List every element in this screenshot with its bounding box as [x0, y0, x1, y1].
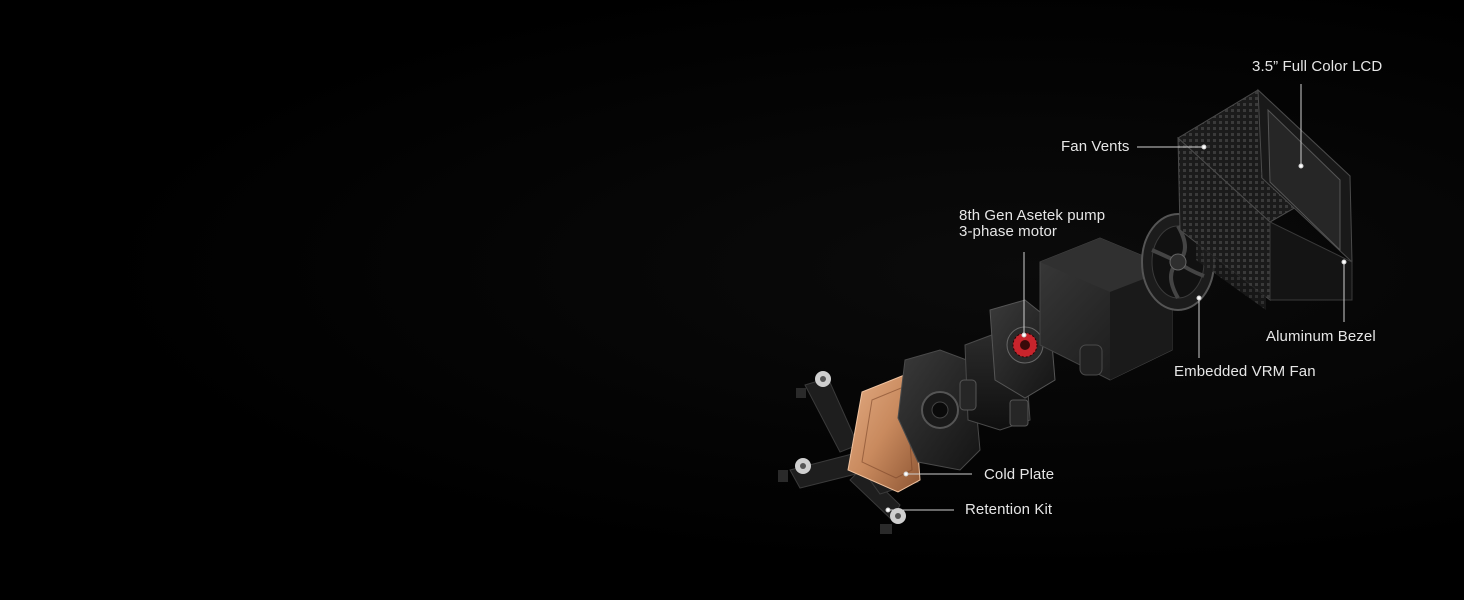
lcd-cube-part [1177, 88, 1353, 310]
leader-lines [885, 84, 1347, 513]
label-vrm-fan: Embedded VRM Fan [1174, 363, 1316, 380]
label-fan-vents: Fan Vents [1061, 138, 1130, 155]
label-pump-line1: 8th Gen Asetek pump [959, 207, 1106, 224]
label-pump-line2: 3-phase motor [959, 223, 1058, 240]
label-cold-plate: Cold Plate [984, 466, 1055, 483]
label-retention-kit: Retention Kit [965, 501, 1053, 518]
label-pump: 8th Gen Asetek pump 3-phase motor [959, 208, 1105, 240]
label-aluminum-bezel: Aluminum Bezel [1266, 328, 1376, 345]
label-lcd: 3.5” Full Color LCD [1252, 58, 1383, 75]
